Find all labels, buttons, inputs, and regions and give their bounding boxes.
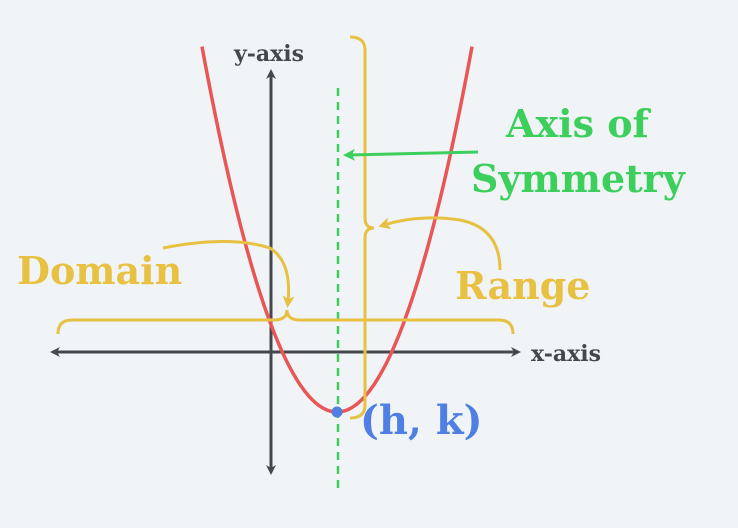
vertex-label: (h, k): [360, 397, 483, 444]
domain-brace: [56, 309, 515, 335]
range-arrow: [378, 216, 502, 271]
range-brace: [349, 35, 375, 420]
domain-arrow: [162, 240, 295, 308]
vertex-point: [331, 406, 343, 418]
y-axis-label: y-axis: [233, 41, 304, 67]
x-axis-label: x-axis: [531, 341, 601, 367]
axis-of-symmetry-label-line1: Axis of: [505, 101, 652, 146]
symmetry-arrow: [343, 148, 479, 161]
range-label: Range: [455, 263, 590, 308]
domain-label: Domain: [17, 248, 182, 293]
axis-of-symmetry-label-line2: Symmetry: [471, 156, 686, 201]
